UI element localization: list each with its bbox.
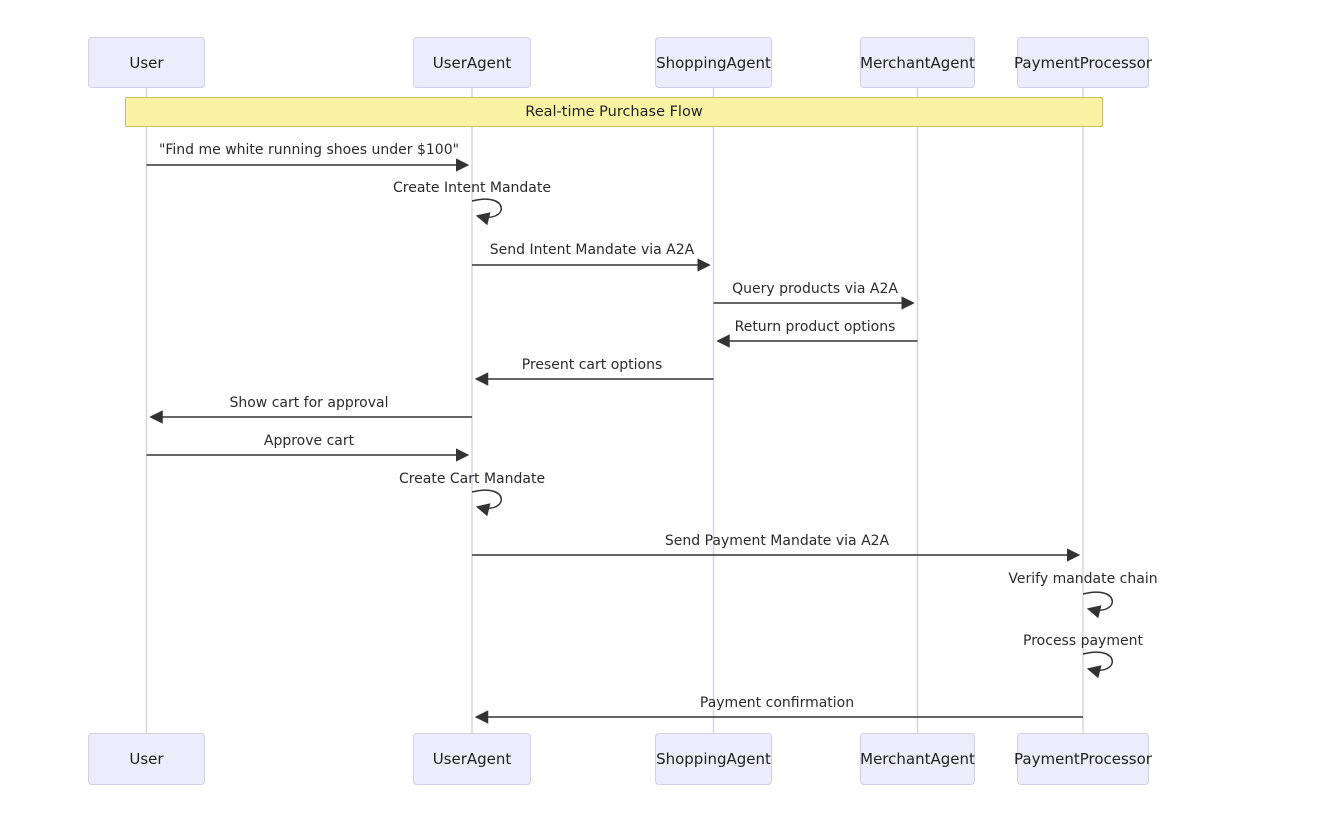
self-loop-msg-2 <box>471 198 502 226</box>
participant-label: User <box>129 750 164 768</box>
participant-label: ShoppingAgent <box>656 53 771 72</box>
message-label-12: Process payment <box>1023 633 1143 649</box>
participant-top-merchantagent: MerchantAgent <box>860 37 975 88</box>
participant-bottom-paymentprocessor: PaymentProcessor <box>1014 733 1152 785</box>
participant-bottom-shoppingagent: ShoppingAgent <box>655 733 772 785</box>
participant-bottom-user: User <box>88 733 205 785</box>
participant-top-paymentprocessor: PaymentProcessor <box>1014 37 1152 88</box>
message-label-11: Verify mandate chain <box>1008 571 1158 587</box>
participant-bottom-useragent: UserAgent <box>413 733 531 785</box>
self-loop-msg-11 <box>1082 591 1113 619</box>
message-label-7: Show cart for approval <box>229 395 389 411</box>
participant-label: UserAgent <box>432 53 512 72</box>
participant-top-shoppingagent: ShoppingAgent <box>655 37 772 88</box>
message-label-5: Return product options <box>734 319 896 335</box>
message-label-4: Query products via A2A <box>732 281 898 297</box>
message-label-2: Create Intent Mandate <box>393 180 551 196</box>
participant-label: PaymentProcessor <box>1014 750 1152 768</box>
participant-top-useragent: UserAgent <box>413 37 531 88</box>
message-label-13: Payment confirmation <box>699 695 855 711</box>
participant-label: User <box>129 53 164 72</box>
diagram-title: Real-time Purchase Flow <box>525 104 703 120</box>
self-loop-msg-9 <box>471 489 502 517</box>
message-label-8: Approve cart <box>263 433 355 449</box>
message-label-1: "Find me white running shoes under $100" <box>158 142 460 158</box>
message-label-6: Present cart options <box>521 357 663 373</box>
message-label-3: Send Intent Mandate via A2A <box>489 242 695 258</box>
participant-label: MerchantAgent <box>860 750 975 768</box>
message-label-10: Send Payment Mandate via A2A <box>664 533 890 549</box>
self-loop-msg-12 <box>1082 651 1113 679</box>
participant-label: ShoppingAgent <box>656 750 771 768</box>
participant-label: PaymentProcessor <box>1014 53 1152 72</box>
diagram-title-banner: Real-time Purchase Flow <box>125 97 1103 127</box>
participant-label: UserAgent <box>432 750 512 768</box>
participant-label: MerchantAgent <box>860 53 975 72</box>
message-label-9: Create Cart Mandate <box>398 471 546 487</box>
participant-bottom-merchantagent: MerchantAgent <box>860 733 975 785</box>
participant-top-user: User <box>88 37 205 88</box>
